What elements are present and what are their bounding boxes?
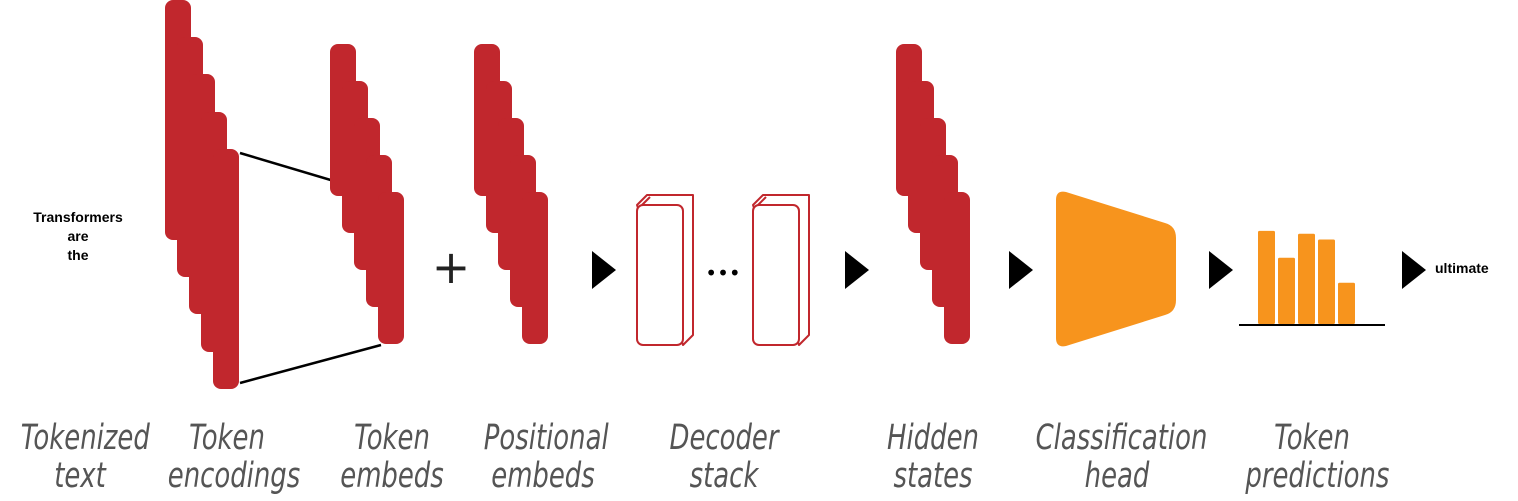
decoder-stack bbox=[636, 194, 810, 346]
prediction-bar bbox=[1278, 257, 1295, 324]
prediction-bar bbox=[1298, 233, 1315, 324]
token-encoding-bar bbox=[213, 149, 239, 389]
prediction-bar bbox=[1338, 282, 1355, 324]
arrow-icon bbox=[1209, 251, 1233, 289]
classification-head-shape bbox=[1056, 191, 1176, 347]
positional-embeds-stack bbox=[474, 44, 548, 344]
hidden-state-bar bbox=[944, 192, 970, 344]
input-token: are bbox=[67, 228, 89, 244]
arrow-icon bbox=[1402, 251, 1426, 289]
tokenized-text-input: Transformers are the bbox=[10, 208, 146, 265]
arrow-icon bbox=[592, 251, 616, 289]
hidden-states-stack bbox=[896, 44, 970, 344]
projection-line-bottom bbox=[239, 343, 382, 385]
decoder-ellipsis: ••• bbox=[705, 261, 740, 285]
input-token: Transformers bbox=[33, 209, 123, 225]
arrow-icon bbox=[1009, 251, 1033, 289]
positional-embed-bar bbox=[522, 192, 548, 344]
prediction-bar bbox=[1318, 239, 1335, 324]
arrow-icon bbox=[845, 251, 869, 289]
predicted-output-token: ultimate bbox=[1435, 260, 1489, 276]
decoder-block bbox=[752, 194, 810, 346]
input-token: the bbox=[67, 247, 89, 263]
plus-sign: + bbox=[432, 240, 471, 294]
token-predictions-chart bbox=[1258, 230, 1355, 324]
token-encodings-stack bbox=[165, 0, 239, 389]
prediction-bar bbox=[1258, 230, 1275, 324]
token-embed-bar bbox=[378, 192, 404, 344]
decoder-block bbox=[636, 194, 694, 346]
token-embeds-stack bbox=[330, 44, 404, 344]
